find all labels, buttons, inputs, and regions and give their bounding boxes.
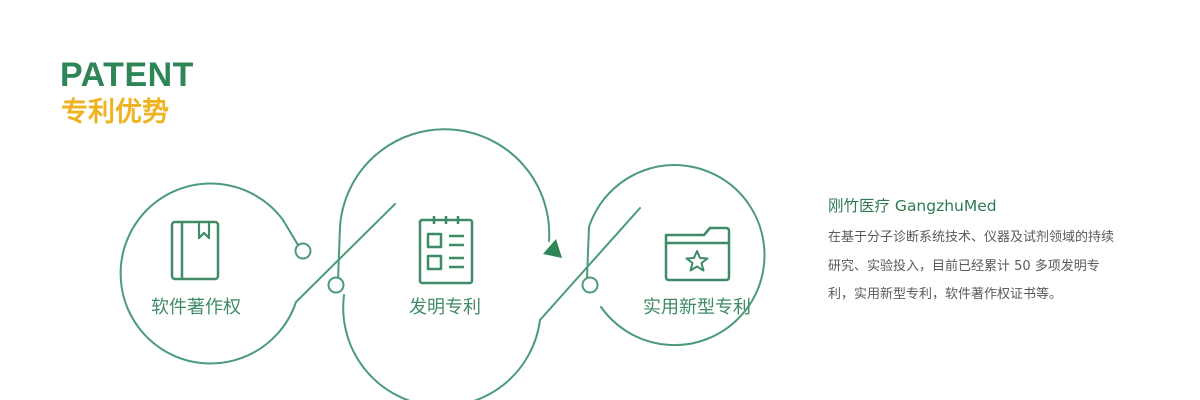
node-ring-2 — [339, 128, 551, 242]
junction-dot-1 — [294, 242, 312, 260]
spur-2 — [337, 226, 341, 281]
node-label-software-copyright: 软件著作权 — [151, 297, 241, 318]
description-block: 刚竹医疗 GangzhuMed 在基于分子诊断系统技术、仪器及试剂领域的持续研究… — [828, 194, 1128, 310]
node-label-invention-patent: 发明专利 — [409, 297, 481, 318]
spur-1 — [282, 219, 299, 246]
node-ring-1 — [119, 182, 297, 365]
flow-arrow-icon — [543, 239, 562, 258]
junction-dot-3 — [581, 276, 599, 294]
node-label-utility-model-patent: 实用新型专利 — [643, 297, 751, 318]
junction-dot-2 — [327, 276, 345, 294]
node-ring-2-lower — [342, 294, 541, 400]
page-title-cn: 专利优势 — [61, 97, 169, 128]
connector-1-2 — [295, 203, 396, 303]
document-list-icon — [418, 216, 474, 285]
spur-3 — [586, 226, 590, 279]
page-title-en: PATENT — [60, 56, 194, 94]
description-body: 在基于分子诊断系统技术、仪器及试剂领域的持续研究、实验投入，目前已经累计 50 … — [828, 230, 1115, 302]
folder-star-icon — [664, 226, 731, 282]
book-icon — [170, 220, 220, 281]
node-ring-3 — [588, 164, 766, 347]
description-title: 刚竹医疗 GangzhuMed — [828, 197, 997, 215]
connector-2-3 — [539, 207, 641, 321]
